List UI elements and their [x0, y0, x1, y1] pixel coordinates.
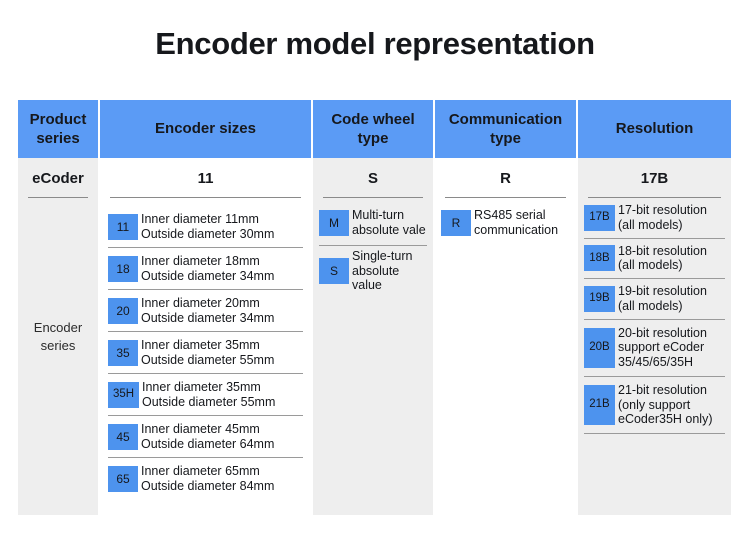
column-resolution: Resolution 17B 17B 17-bit resolution(all…: [578, 100, 731, 515]
resolution-badge: 19B: [584, 285, 615, 312]
resolution-list: 17B 17-bit resolution(all models) 18B 18…: [578, 198, 731, 515]
column-product-series: Product series eCoder Encoder series: [18, 100, 100, 515]
size-badge: 20: [108, 297, 138, 324]
resolution-badge: 18B: [584, 245, 615, 272]
encoder-model-table: Product series eCoder Encoder series Enc…: [18, 100, 731, 515]
column-header-product-series: Product series: [18, 100, 98, 158]
size-badge: 45: [108, 423, 138, 450]
resolution-badge: 20B: [584, 327, 615, 368]
resolution-description: 18-bit resolution(all models): [618, 243, 707, 273]
column-body-resolution: 17B 17B 17-bit resolution(all models) 18…: [578, 158, 731, 515]
list-item[interactable]: 17B 17-bit resolution(all models): [584, 198, 725, 239]
code-badge: S: [319, 258, 349, 284]
column-header-communication-type: Communication type: [435, 100, 576, 158]
column-header-code-wheel-type: Code wheel type: [313, 100, 433, 158]
spacer: [319, 294, 427, 515]
summary-encoder-sizes[interactable]: 11: [100, 158, 311, 198]
spacer: [584, 434, 725, 515]
column-body-product-series: eCoder Encoder series: [18, 158, 98, 515]
spacer: [441, 246, 570, 515]
size-badge: 35H: [108, 381, 139, 408]
page-title: Encoder model representation: [155, 26, 595, 61]
summary-communication-type[interactable]: R: [435, 158, 576, 198]
size-badge: 18: [108, 255, 138, 282]
code-badge: M: [319, 209, 349, 236]
resolution-badge: 21B: [584, 384, 615, 425]
size-badge: 11: [108, 213, 138, 240]
summary-resolution[interactable]: 17B: [578, 158, 731, 198]
size-badge: 65: [108, 466, 138, 492]
column-header-encoder-sizes: Encoder sizes: [100, 100, 311, 158]
size-badge: 35: [108, 339, 138, 366]
summary-code-wheel-type[interactable]: S: [313, 158, 433, 198]
column-header-resolution: Resolution: [578, 100, 731, 158]
resolution-badge: 17B: [584, 204, 615, 231]
note-encoder-series: Encoder series: [33, 319, 83, 353]
list-item[interactable]: 19B 19-bit resolution(all models): [584, 279, 725, 320]
comm-badge: R: [441, 210, 471, 236]
resolution-description: 17-bit resolution(all models): [618, 203, 707, 232]
resolution-description: 19-bit resolution(all models): [618, 284, 707, 313]
summary-product-series[interactable]: eCoder: [18, 158, 98, 198]
list-item[interactable]: 18B 18-bit resolution(all models): [584, 239, 725, 279]
